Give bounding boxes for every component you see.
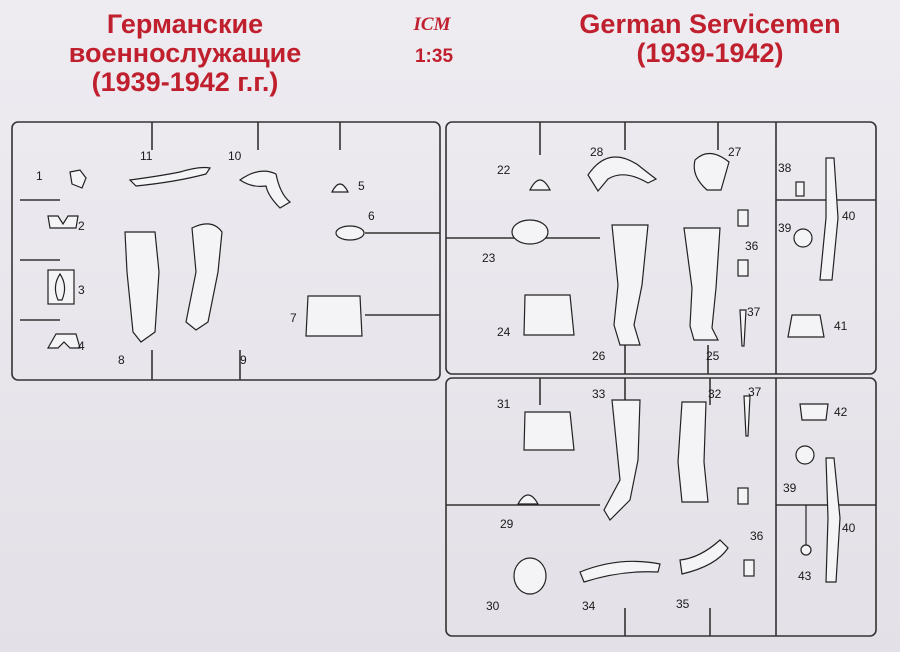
icm-logo: ICM [413, 14, 452, 35]
part-26 [611, 224, 649, 346]
label-41: 41 [834, 319, 848, 333]
label-11: 11 [140, 149, 153, 163]
label-30: 30 [486, 599, 500, 613]
part-30 [513, 557, 547, 595]
part-37b [743, 395, 751, 437]
part-24 [523, 294, 575, 336]
label-27: 27 [728, 145, 742, 159]
label-40a: 40 [842, 209, 856, 223]
label-10: 10 [228, 149, 242, 163]
part-40a [819, 157, 839, 281]
frame-right-lower [445, 377, 877, 637]
part-27 [693, 152, 730, 191]
frame-left [11, 121, 441, 381]
label-36a: 36 [745, 239, 759, 253]
label-7: 7 [290, 311, 297, 325]
label-29: 29 [500, 517, 514, 531]
title-ru-line2: военнослужащие [68, 38, 302, 69]
part-42 [799, 403, 829, 421]
label-37b: 37 [748, 385, 762, 399]
label-39b: 39 [783, 481, 797, 495]
part-5 [331, 183, 349, 193]
label-25: 25 [706, 349, 720, 363]
part-34 [579, 560, 661, 583]
label-9: 9 [240, 353, 247, 367]
part-36a-top [737, 209, 749, 227]
sprue-frames [11, 121, 877, 637]
part-4 [46, 333, 81, 349]
part-36b-bot [743, 559, 755, 577]
part-9 [185, 223, 223, 331]
title-en-line1: German Servicemen [579, 9, 841, 39]
label-23: 23 [482, 251, 496, 265]
label-26: 26 [592, 349, 606, 363]
label-6: 6 [368, 209, 375, 223]
title-russian: Германские военнослужащие (1939-1942 г.г… [40, 9, 330, 98]
label-37a: 37 [747, 305, 761, 319]
label-36b: 36 [750, 529, 764, 543]
label-2: 2 [78, 219, 85, 233]
title-english: German Servicemen (1939-1942) [560, 9, 860, 69]
scale-label: 1:35 [414, 46, 454, 67]
part-1 [69, 169, 87, 189]
label-40b: 40 [842, 521, 856, 535]
label-34: 34 [582, 599, 596, 613]
part-labels: 1 2 3 4 5 6 7 8 9 10 11 22 23 24 25 26 2… [36, 145, 856, 613]
label-43: 43 [798, 569, 812, 583]
part-28 [587, 156, 658, 193]
label-32: 32 [708, 387, 722, 401]
part-32 [677, 401, 709, 503]
part-29 [516, 494, 540, 505]
part-7 [305, 295, 363, 337]
label-42: 42 [834, 405, 848, 419]
label-35: 35 [676, 597, 690, 611]
label-1: 1 [36, 169, 43, 183]
title-ru-line3: (1939-1942 г.г.) [91, 67, 279, 98]
label-22: 22 [497, 163, 511, 177]
frame-right-upper [445, 121, 877, 375]
part-10 [238, 170, 292, 209]
part-2 [47, 215, 79, 229]
part-36b-top [737, 487, 749, 505]
part-35 [679, 539, 729, 575]
label-3: 3 [78, 283, 85, 297]
label-5: 5 [358, 179, 365, 193]
part-39b [795, 445, 815, 465]
label-31: 31 [497, 397, 511, 411]
part-3 [54, 272, 66, 301]
part-11 [128, 166, 211, 187]
label-24: 24 [497, 325, 511, 339]
part-6 [335, 225, 365, 241]
label-38: 38 [778, 161, 792, 175]
part-41 [787, 314, 825, 338]
part-37a [739, 309, 747, 347]
parts [46, 152, 841, 595]
part-31 [523, 411, 575, 451]
label-28: 28 [590, 145, 604, 159]
part-22 [529, 179, 551, 191]
label-39a: 39 [778, 221, 792, 235]
logo-text: ICM [413, 14, 452, 35]
part-39a [793, 228, 813, 248]
label-4: 4 [78, 339, 85, 353]
part-33 [603, 399, 641, 521]
part-8 [124, 231, 160, 343]
part-25 [683, 227, 721, 341]
part-43 [800, 544, 812, 556]
title-ru-line1: Германские [106, 9, 264, 39]
part-40b [825, 457, 841, 583]
title-en-line2: (1939-1942) [636, 38, 784, 69]
part-23 [511, 219, 549, 245]
label-8: 8 [118, 353, 125, 367]
part-38 [795, 181, 805, 197]
label-33: 33 [592, 387, 606, 401]
part-36a-bot [737, 259, 749, 277]
